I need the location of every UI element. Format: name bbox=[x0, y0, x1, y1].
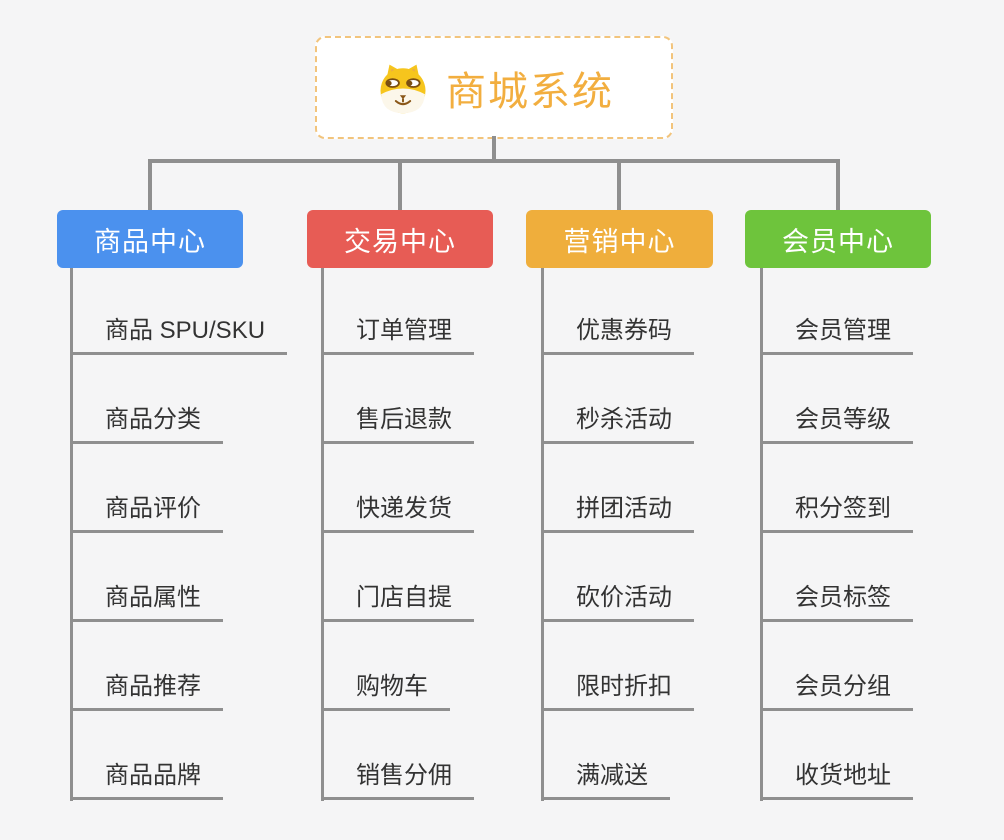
leaf-node[interactable]: 购物车 bbox=[321, 666, 450, 711]
root-node-mall-system[interactable]: 商城系统 bbox=[315, 36, 673, 139]
leaf-node[interactable]: 订单管理 bbox=[321, 310, 474, 355]
branch-node-product-center[interactable]: 商品中心 bbox=[57, 210, 243, 268]
leaf-node[interactable]: 商品 SPU/SKU bbox=[70, 310, 288, 355]
leaf-node[interactable]: 收货地址 bbox=[760, 755, 913, 800]
connector-stub-branch-4 bbox=[836, 161, 840, 210]
leaf-node[interactable]: 售后退款 bbox=[321, 399, 474, 444]
connector-trunk-branch-3 bbox=[541, 268, 544, 801]
leaf-column-product-center: 商品 SPU/SKU 商品分类 商品评价 商品属性 商品推荐 商品品牌 bbox=[70, 266, 288, 800]
connector-stub-branch-3 bbox=[617, 161, 621, 210]
connector-trunk-branch-4 bbox=[760, 268, 763, 801]
branch-node-member-center[interactable]: 会员中心 bbox=[745, 210, 931, 268]
branch-node-marketing-center[interactable]: 营销中心 bbox=[526, 210, 713, 268]
leaf-node[interactable]: 商品推荐 bbox=[70, 666, 223, 711]
branch-node-trade-center[interactable]: 交易中心 bbox=[307, 210, 493, 268]
leaf-node[interactable]: 优惠券码 bbox=[541, 310, 694, 355]
connector-bus bbox=[148, 159, 840, 163]
leaf-node[interactable]: 销售分佣 bbox=[321, 755, 474, 800]
leaf-node[interactable]: 积分签到 bbox=[760, 488, 913, 533]
leaf-node[interactable]: 满减送 bbox=[541, 755, 670, 800]
leaf-node[interactable]: 砍价活动 bbox=[541, 577, 694, 622]
leaf-node[interactable]: 快递发货 bbox=[321, 488, 474, 533]
leaf-node[interactable]: 商品评价 bbox=[70, 488, 223, 533]
leaf-node[interactable]: 商品分类 bbox=[70, 399, 223, 444]
root-title: 商城系统 bbox=[446, 69, 614, 114]
leaf-node[interactable]: 拼团活动 bbox=[541, 488, 694, 533]
leaf-node[interactable]: 限时折扣 bbox=[541, 666, 694, 711]
leaf-node[interactable]: 会员分组 bbox=[760, 666, 913, 711]
leaf-column-marketing-center: 优惠券码 秒杀活动 拼团活动 砍价活动 限时折扣 满减送 bbox=[541, 266, 694, 800]
leaf-node[interactable]: 秒杀活动 bbox=[541, 399, 694, 444]
leaf-column-member-center: 会员管理 会员等级 积分签到 会员标签 会员分组 收货地址 bbox=[760, 266, 913, 800]
leaf-node[interactable]: 门店自提 bbox=[321, 577, 474, 622]
leaf-node[interactable]: 会员等级 bbox=[760, 399, 913, 444]
connector-trunk-branch-1 bbox=[70, 268, 73, 801]
leaf-node[interactable]: 商品属性 bbox=[70, 577, 223, 622]
shiba-dog-icon bbox=[374, 61, 432, 115]
connector-trunk-branch-2 bbox=[321, 268, 324, 801]
leaf-node[interactable]: 会员标签 bbox=[760, 577, 913, 622]
leaf-column-trade-center: 订单管理 售后退款 快递发货 门店自提 购物车 销售分佣 bbox=[321, 266, 474, 800]
connector-root-stub bbox=[492, 136, 496, 162]
leaf-node[interactable]: 商品品牌 bbox=[70, 755, 223, 800]
leaf-node[interactable]: 会员管理 bbox=[760, 310, 913, 355]
connector-stub-branch-2 bbox=[398, 161, 402, 210]
connector-stub-branch-1 bbox=[148, 161, 152, 210]
